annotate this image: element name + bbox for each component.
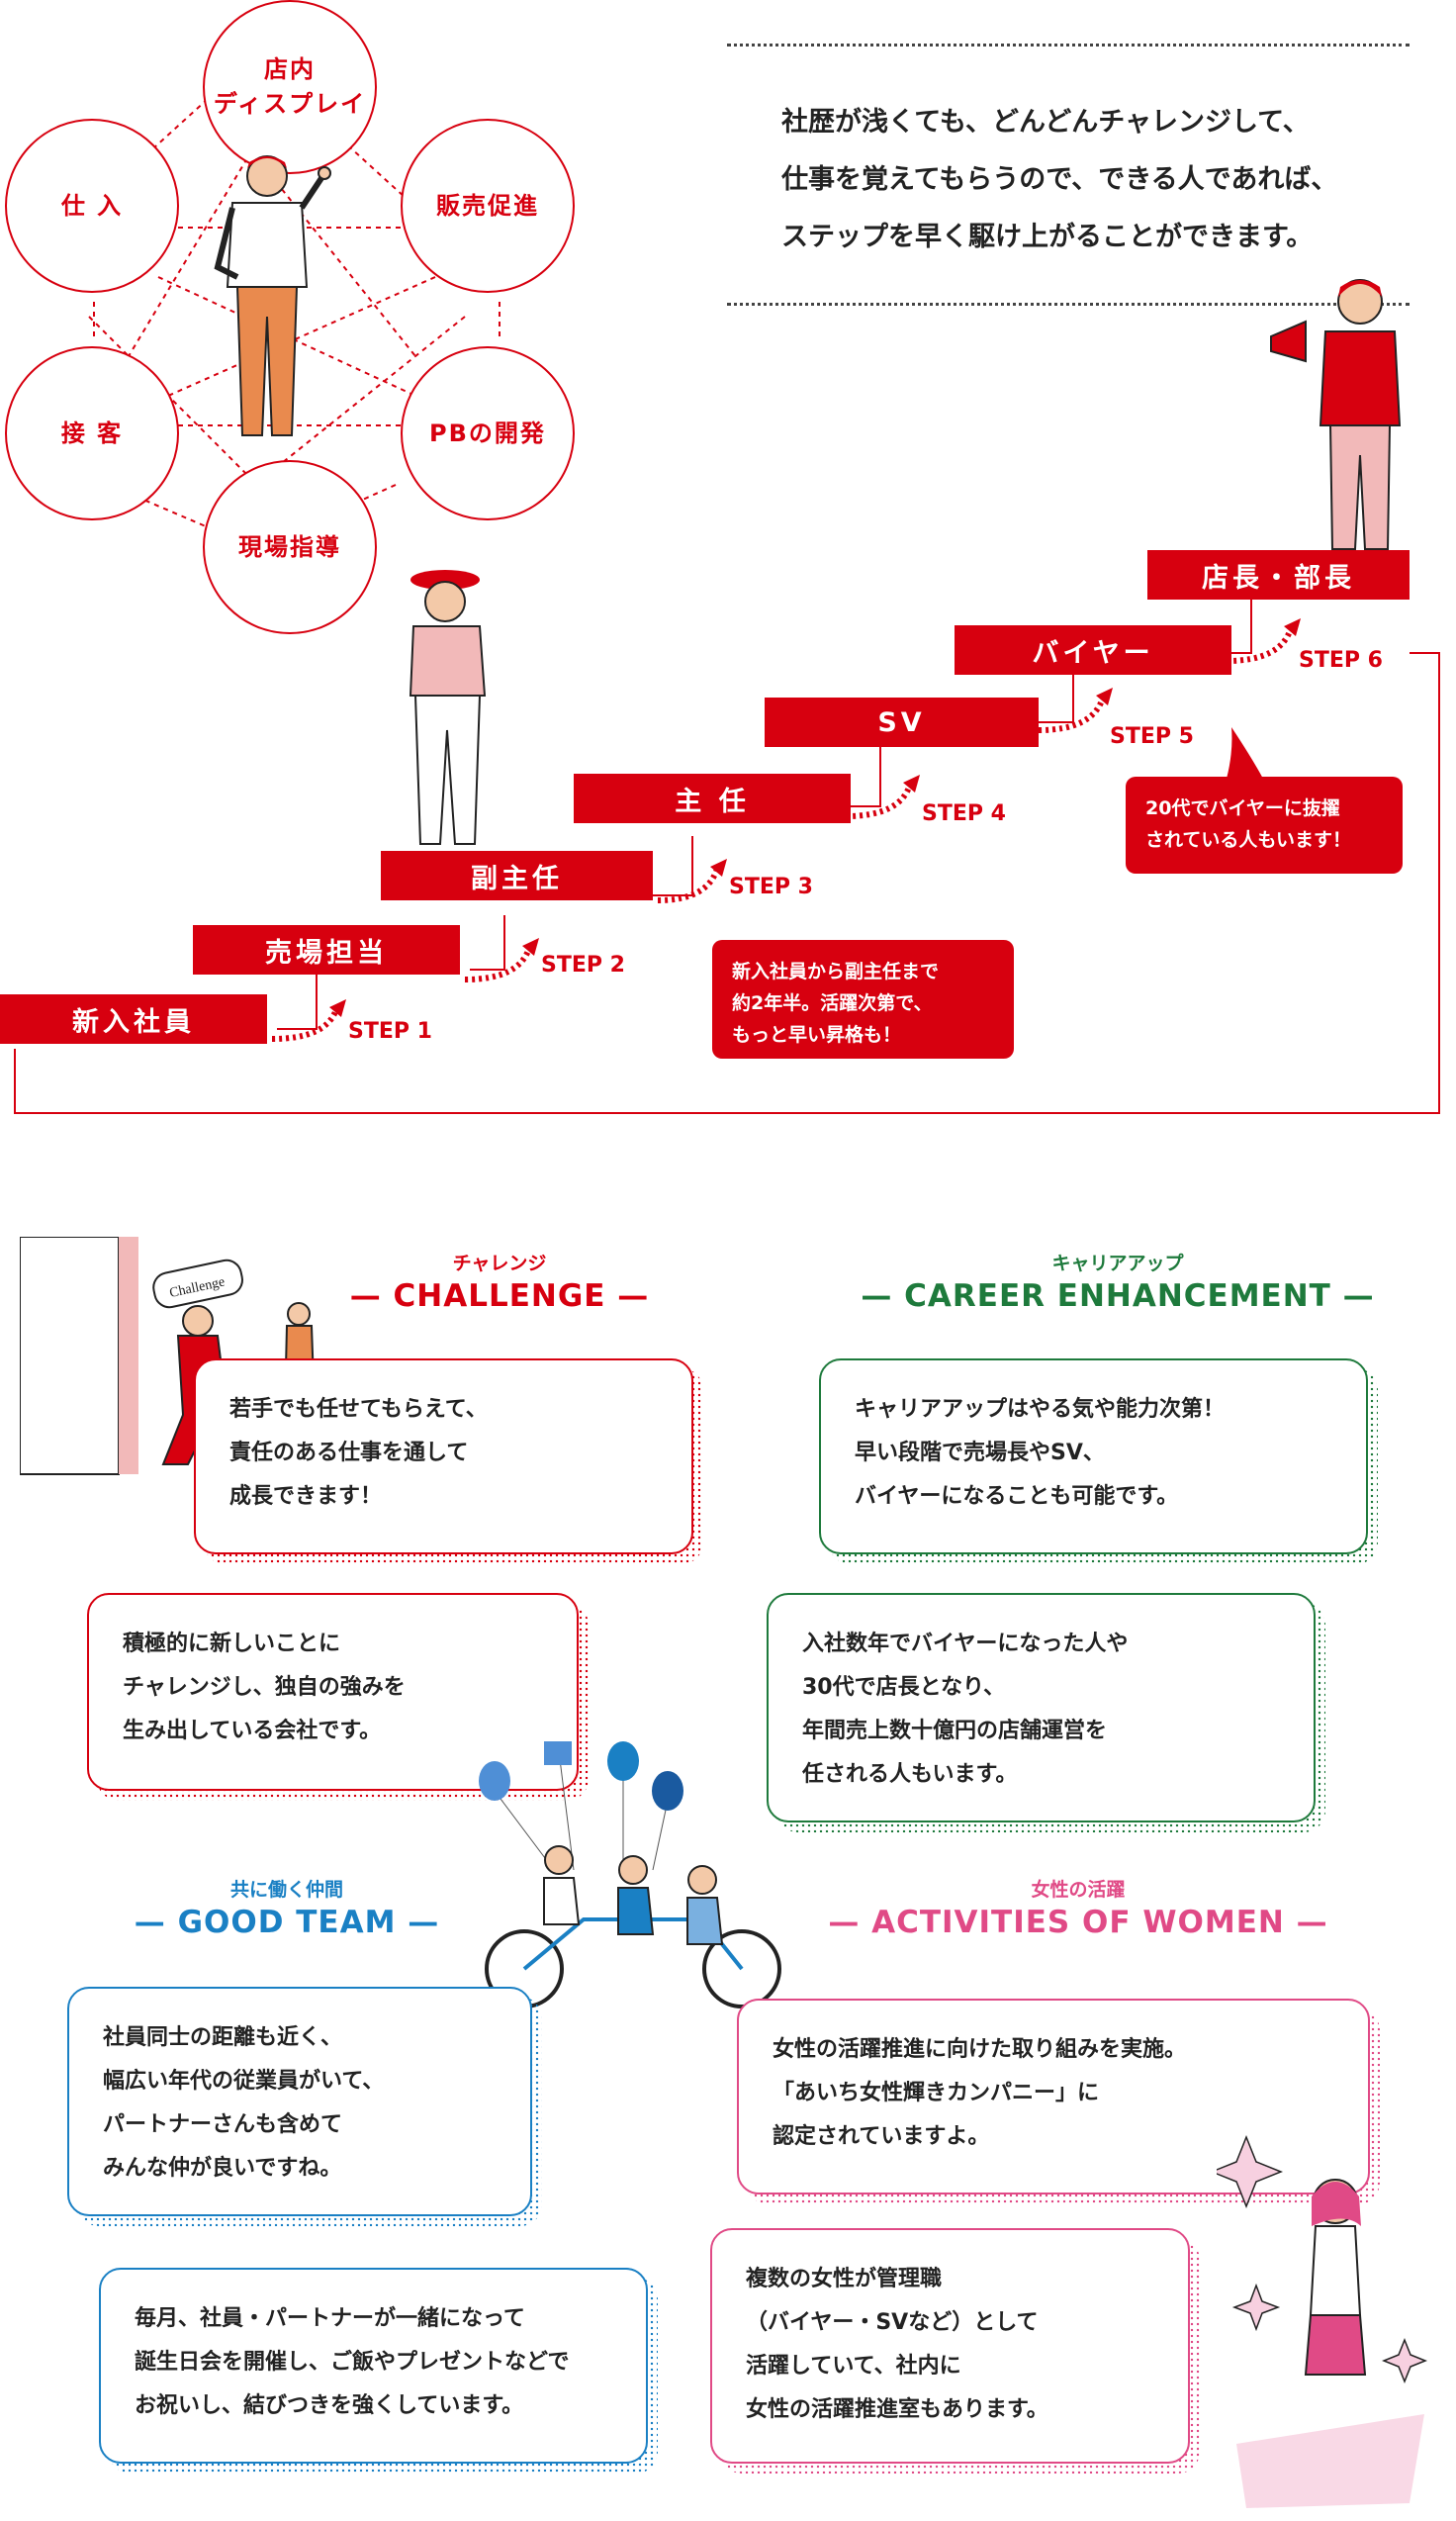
step-deputy-chief-label: 副主任 [471, 863, 563, 894]
career-up-box2: 入社数年でバイヤーになった人や 30代で店長となり、 年間売上数十億円の店舗運営… [767, 1593, 1316, 1822]
skill-circle-onsite: 現場指導 [203, 460, 377, 634]
step-sv: SV [765, 698, 1039, 747]
career-up-sub: キャリアアップ [1051, 1253, 1184, 1274]
women-box1: 女性の活躍推進に向けた取り組みを実施。 「あいち女性輝きカンパニー」に 認定され… [737, 1999, 1370, 2194]
career-note-1-text: 新入社員から副主任まで 約2年半。活躍次第で、 もっと早い昇格も！ [732, 961, 940, 1046]
step-floor-staff-label: 売場担当 [265, 937, 388, 969]
skill-circle-display: 店内 ディスプレイ [203, 0, 377, 174]
skill-circle-promotion: 販売促進 [401, 119, 575, 293]
skill-onsite-label: 現場指導 [238, 532, 341, 561]
step-1-label: STEP 1 [348, 1019, 432, 1044]
challenge-box1: 若手でも任せてもらえて、 責任のある仕事を通して 成長できます！ [194, 1358, 693, 1554]
women-box1-text: 女性の活躍推進に向けた取り組みを実施。 「あいち女性輝きカンパニー」に 認定され… [773, 2037, 1187, 2149]
step-new-employee-label: 新入社員 [72, 1006, 195, 1038]
intro-text: 社歴が浅くても、どんどんチャレンジして、 仕事を覚えてもらうので、できる人であれ… [781, 94, 1414, 266]
career-up-title: — CAREER ENHANCEMENT — [861, 1278, 1375, 1314]
women-sub: 女性の活躍 [1031, 1879, 1126, 1901]
intro-bottom-divider [727, 303, 1410, 306]
challenge-box2-text: 積極的に新しいことに チャレンジし、独自の強みを 生み出している会社です。 [123, 1632, 406, 1743]
step-buyer-label: バイヤー [1032, 637, 1154, 669]
step-store-manager-label: 店長・部長 [1202, 562, 1355, 594]
woman-illustration [1217, 2134, 1428, 2508]
career-note-2: 20代でバイヤーに抜擢 されている人もいます！ [1126, 777, 1403, 874]
worker-illustration [409, 570, 487, 845]
step-buyer: バイヤー [955, 625, 1231, 675]
step-store-manager: 店長・部長 [1147, 550, 1410, 600]
skill-promotion-label: 販売促進 [436, 191, 539, 220]
team-sub: 共に働く仲間 [229, 1879, 343, 1901]
skill-circle-service: 接 客 [5, 346, 179, 520]
skill-circle-pb: PBの開発 [401, 346, 575, 520]
team-box1-text: 社員同士の距離も近く、 幅広い年代の従業員がいて、 パートナーさんも含めて みん… [103, 2025, 385, 2181]
intro-line-2: 仕事を覚えてもらうので、できる人であれば、 [781, 164, 1338, 195]
step-2-label: STEP 2 [541, 953, 625, 978]
intro-top-divider [727, 44, 1410, 47]
skill-purchase-label: 仕 入 [60, 191, 124, 220]
intro-line-3: ステップを早く駆け上がることができます。 [781, 222, 1314, 252]
career-note-1: 新入社員から副主任まで 約2年半。活躍次第で、 もっと早い昇格も！ [712, 940, 1014, 1059]
employee-illustration [214, 155, 331, 436]
skill-circle-purchase: 仕 入 [5, 119, 179, 293]
career-up-box1-text: キャリアアップはやる気や能力次第！ 早い段階で売場長やSV、 バイヤーになること… [855, 1397, 1226, 1509]
step-6-label: STEP 6 [1299, 648, 1383, 673]
challenge-title: — CHALLENGE — [349, 1278, 650, 1314]
step-3-label: STEP 3 [729, 875, 813, 899]
team-title: — GOOD TEAM — [134, 1905, 440, 1940]
intro-line-1: 社歴が浅くても、どんどんチャレンジして、 [781, 107, 1310, 138]
skill-pb-label: PBの開発 [429, 419, 546, 447]
challenge-box2: 積極的に新しいことに チャレンジし、独自の強みを 生み出している会社です。 [87, 1593, 579, 1791]
step-new-employee: 新入社員 [0, 994, 267, 1044]
career-up-box1: キャリアアップはやる気や能力次第！ 早い段階で売場長やSV、 バイヤーになること… [819, 1358, 1368, 1554]
skill-service-label: 接 客 [60, 419, 124, 447]
team-box2-text: 毎月、社員・パートナーが一緒になって 誕生日会を開催し、ご飯やプレゼントなどで … [135, 2306, 570, 2418]
women-title: — ACTIVITIES OF WOMEN — [828, 1905, 1328, 1940]
career-note-2-text: 20代でバイヤーに抜擢 されている人もいます！ [1145, 797, 1352, 851]
women-box2: 複数の女性が管理職 （バイヤー・SVなど）として 活躍していて、社内に 女性の活… [710, 2228, 1190, 2464]
career-note-2-tail [1227, 727, 1263, 779]
step-4-label: STEP 4 [922, 801, 1006, 826]
step-deputy-chief: 副主任 [381, 851, 653, 900]
step-sv-label: SV [877, 706, 926, 738]
step-5-label: STEP 5 [1110, 724, 1194, 749]
manager-illustration [1270, 279, 1402, 550]
step-chief-label: 主 任 [675, 786, 750, 817]
team-box2: 毎月、社員・パートナーが一緒になって 誕生日会を開催し、ご飯やプレゼントなどで … [99, 2268, 648, 2464]
step-chief: 主 任 [574, 774, 851, 823]
team-box1: 社員同士の距離も近く、 幅広い年代の従業員がいて、 パートナーさんも含めて みん… [67, 1987, 532, 2216]
career-up-box2-text: 入社数年でバイヤーになった人や 30代で店長となり、 年間売上数十億円の店舗運営… [802, 1632, 1129, 1787]
women-box2-text: 複数の女性が管理職 （バイヤー・SVなど）として 活躍していて、社内に 女性の活… [746, 2267, 1048, 2422]
step-floor-staff: 売場担当 [193, 925, 460, 975]
challenge-box1-text: 若手でも任せてもらえて、 責任のある仕事を通して 成長できます！ [229, 1397, 488, 1509]
team-bicycle-illustration [479, 1741, 781, 2008]
skill-display-label: 店内 ディスプレイ [213, 55, 367, 118]
challenge-sub: チャレンジ [452, 1253, 547, 1274]
